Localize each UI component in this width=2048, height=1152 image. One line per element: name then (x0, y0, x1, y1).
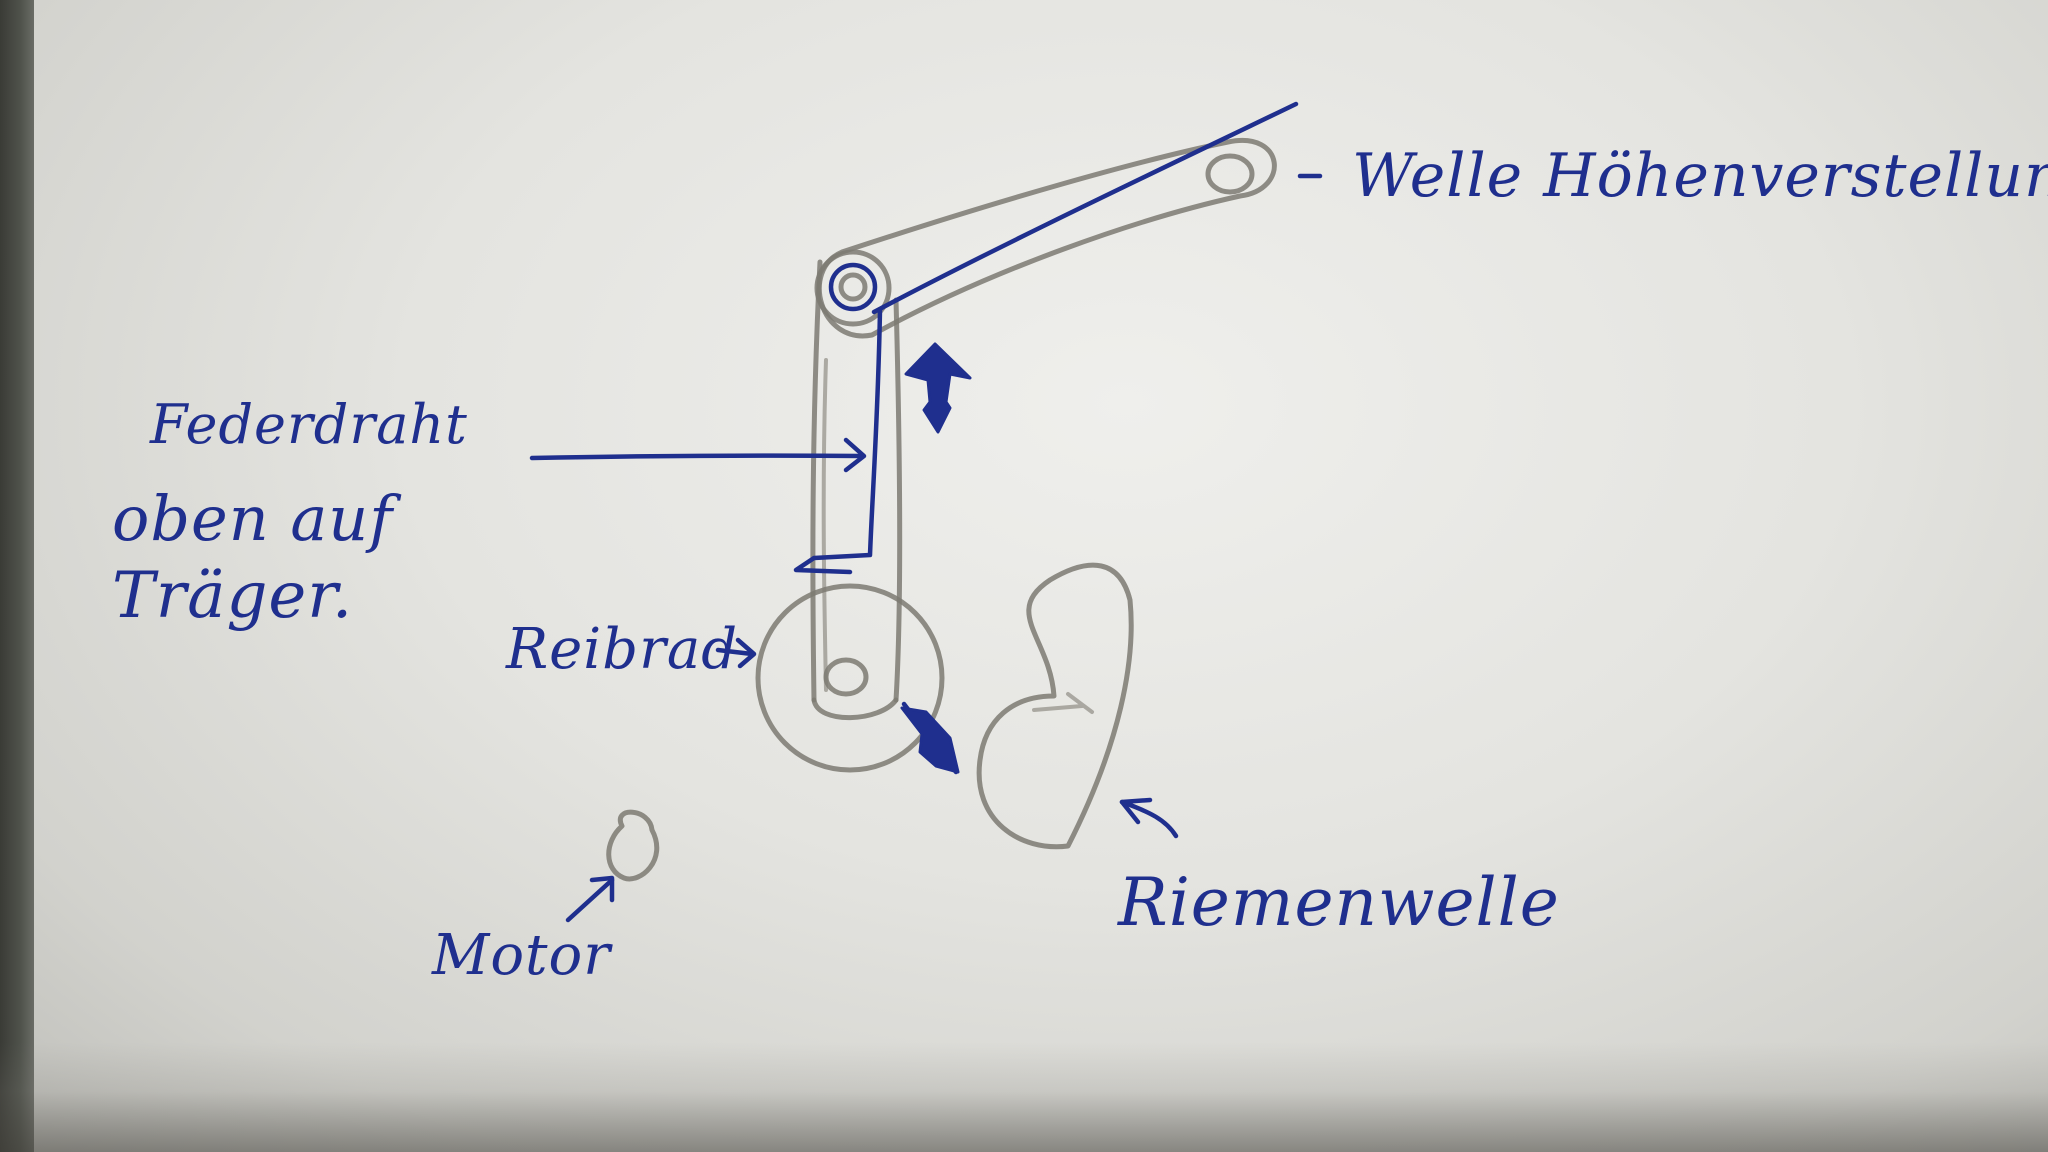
hand-shadow (0, 1042, 2048, 1152)
federdraht-label-line1: Federdraht (150, 393, 468, 456)
reibrad-label: Reibrad (506, 617, 739, 682)
federdraht-label-line3: Träger. (112, 559, 354, 633)
friction-wheel (755, 583, 945, 773)
motor-label: Motor (432, 923, 612, 988)
reibrad-pointer (715, 637, 757, 669)
welle-label: Welle Höhenverstellung. (1352, 141, 2048, 211)
federdraht-pointer (529, 437, 867, 473)
motor (606, 809, 660, 882)
motor-pointer (565, 875, 615, 923)
contact-arrow-icon (900, 701, 960, 775)
riemenwelle-pointer (1119, 797, 1179, 839)
vertical-carrier (810, 259, 903, 721)
federdraht-label-line2: oben auf (112, 482, 394, 555)
up-down-arrow-icon (904, 342, 972, 434)
belt-shaft (976, 562, 1134, 850)
upper-arm (816, 137, 1277, 339)
pivot-joint (814, 249, 892, 327)
spring-wire (793, 101, 1299, 575)
height-shaft-hole (1205, 153, 1255, 195)
table-edge (0, 0, 34, 1152)
riemenwelle-label: Riemenwelle (1118, 864, 1560, 941)
